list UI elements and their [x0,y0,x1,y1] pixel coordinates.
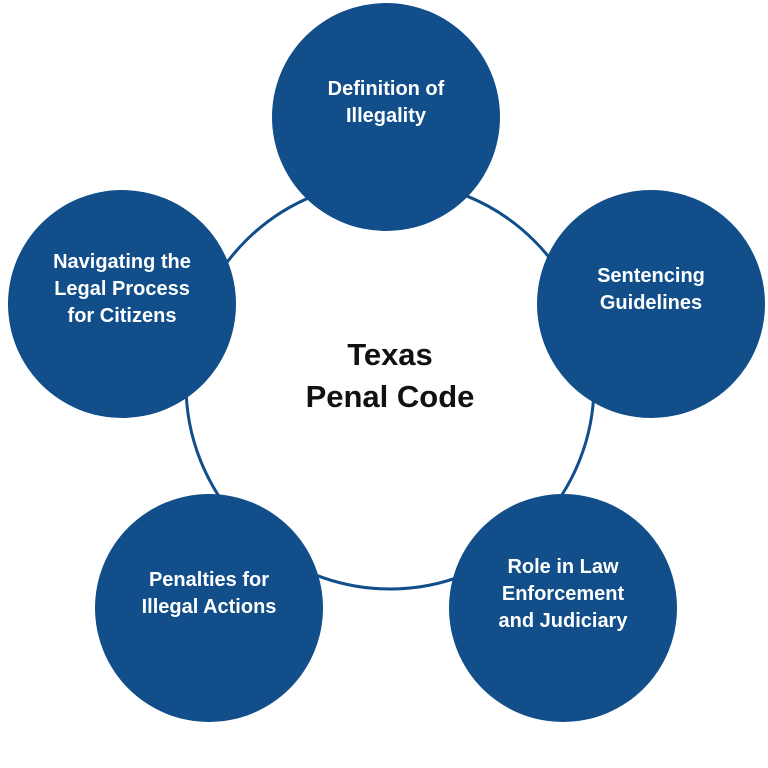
node-label-line: Enforcement [501,582,625,605]
node-penalties-for-illegal-actions[interactable]: Penalties for Illegal Actions [95,494,323,722]
node-label-line: Definition of [327,78,445,100]
node-label: Penalties for Illegal Actions [114,567,304,621]
center-title-line-2: Penal Code [305,379,475,414]
center-title-line-1: Texas [347,337,433,372]
node-definition-of-illegality[interactable]: Definition of Illegality [272,3,500,231]
node-label-line: Illegality [345,105,427,127]
node-label: Navigating the Legal Process for Citizen… [27,249,217,330]
node-label-line: Guidelines [599,292,703,314]
node-label: Sentencing Guidelines [556,263,746,317]
node-role-in-law-enforcement[interactable]: Role in Law Enforcement and Judiciary [449,494,677,722]
node-label-line: for Citizens [67,304,177,327]
node-label-line: Sentencing [597,265,705,287]
node-sentencing-guidelines[interactable]: Sentencing Guidelines [537,190,765,418]
center-title: Texas Penal Code [240,334,540,418]
node-label-line: Legal Process [54,277,190,300]
node-label-line: and Judiciary [498,609,628,632]
node-label-line: Role in Law [507,555,619,578]
node-label: Role in Law Enforcement and Judiciary [468,554,658,635]
node-label-line: Penalties for [148,569,270,591]
node-label-line: Navigating the [53,250,191,273]
node-label: Definition of Illegality [291,76,481,130]
node-label-line: Illegal Actions [141,596,277,618]
node-navigating-legal-process[interactable]: Navigating the Legal Process for Citizen… [8,190,236,418]
